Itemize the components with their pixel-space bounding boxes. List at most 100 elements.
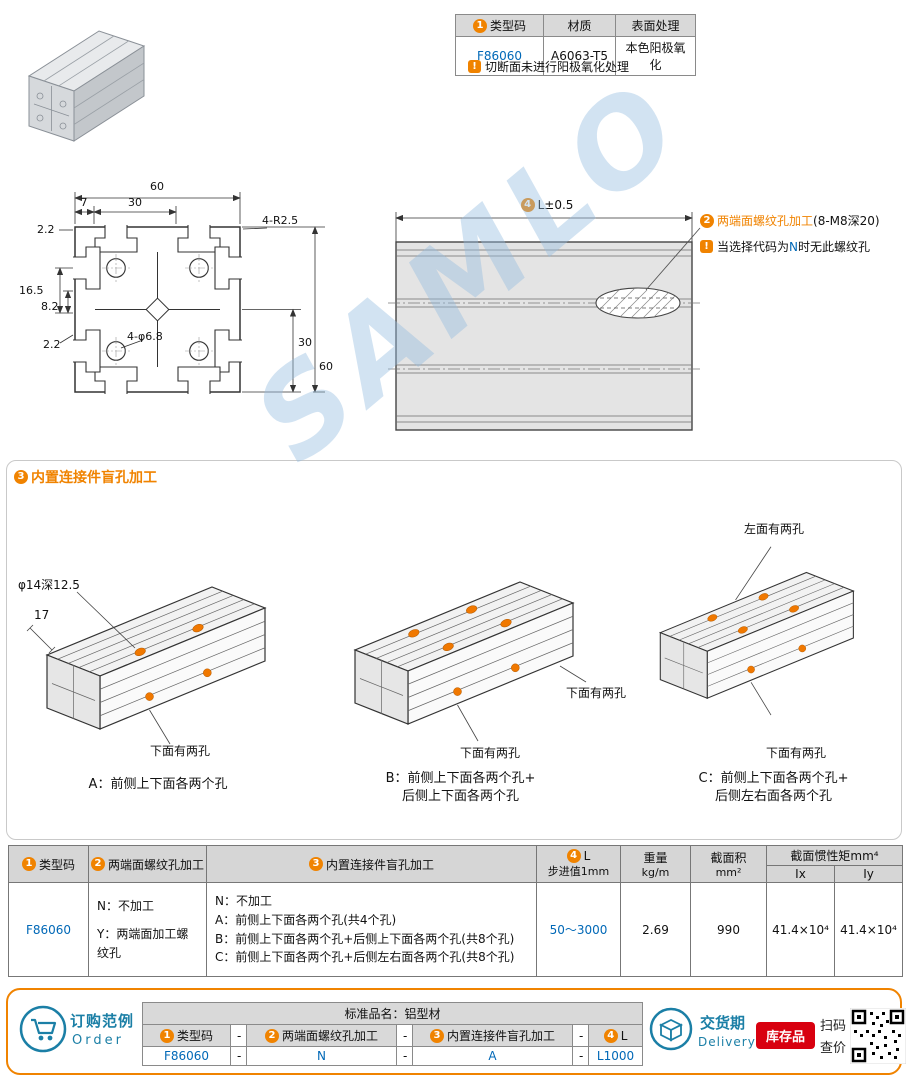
badge-1-icon: 1	[21, 857, 36, 871]
spec-header-thread: 2 两端面螺纹孔加工	[88, 845, 207, 883]
bottom-holes-label-a: 下面有两孔	[150, 744, 211, 758]
caption-option-c: C：前侧上下面各两个孔+ 后侧左右面各两个孔	[698, 771, 849, 805]
option-a-svg	[26, 586, 267, 745]
order-value-l: L1000	[587, 1046, 644, 1066]
dim-8-2: 8.2	[41, 300, 59, 313]
spec-blind-options: N：不加工 A：前侧上下面各两个孔(共4个孔) B：前侧上下面各两个孔+后侧上下…	[206, 882, 537, 977]
blind-hole-dots	[134, 624, 212, 701]
cross-section-drawing: 60 7 30 2.2 4-R2.5 16.5 8.2 2.2 4-φ6.8 3…	[15, 172, 355, 464]
order-dash: -	[396, 1024, 413, 1047]
surface-note: ! 切断面未进行阳极氧化处理	[468, 58, 629, 75]
thread-detail-ellipse	[595, 287, 681, 319]
badge-4-icon: 4	[520, 198, 535, 212]
badge-3-icon: 3	[308, 857, 323, 871]
order-value-code[interactable]: F86060	[142, 1046, 231, 1066]
spec-weight: 2.69	[620, 882, 691, 977]
bottom-holes-label-b1: 下面有两孔	[566, 686, 627, 700]
order-header-l: 4 L	[587, 1024, 644, 1047]
delivery-title-en: Delivery	[698, 1035, 756, 1049]
option-b-svg	[353, 581, 587, 742]
material-info-table: 1 类型码 材质 表面处理 F86060 A6063-T5 本色阳极氧化	[455, 14, 696, 76]
dim-phi14-label: φ14深12.5	[18, 578, 80, 592]
side-view-svg	[388, 212, 701, 431]
bottom-holes-label-b2: 下面有两孔	[460, 746, 521, 760]
thread-note-callout: ! 当选择代码为 N 时无此螺纹孔	[700, 238, 870, 255]
order-header-blind: 3 内置连接件盲孔加工	[412, 1024, 573, 1047]
spec-thread-options: N：不加工 Y：两端面加工螺纹孔	[88, 882, 207, 977]
product-photo-drawing	[27, 30, 146, 142]
qr-caption: 扫码 查价	[820, 1019, 847, 1057]
header-type-code: 1 类型码	[455, 14, 544, 37]
blind-hole-section-title: 3 内置连接件盲孔加工	[14, 467, 157, 487]
badge-4-icon: 4	[603, 1028, 618, 1043]
option-c-svg	[658, 546, 855, 716]
order-table-title: 标准品名：铝型材	[141, 1002, 644, 1025]
cross-section-svg	[55, 192, 325, 394]
spec-code[interactable]: F86060	[8, 882, 89, 977]
warning-icon: !	[700, 240, 713, 253]
value-material: A6063-T5	[543, 36, 616, 76]
spec-ix: 41.4×10⁴	[766, 882, 835, 977]
dim-30-top: 30	[128, 196, 142, 209]
dim-corner-radius: 4-R2.5	[262, 214, 299, 227]
caption-option-b: B：前侧上下面各两个孔+ 后侧上下面各两个孔	[385, 771, 536, 805]
badge-3-icon: 3	[14, 470, 28, 484]
t-slots	[73, 225, 242, 394]
order-dash: -	[572, 1024, 589, 1047]
caption-option-a: A：前侧上下面各两个孔	[88, 777, 228, 792]
dimension-lines	[55, 192, 325, 393]
badge-2-icon: 2	[700, 213, 714, 228]
dim-7: 7	[80, 196, 88, 209]
dim-2-2-top: 2.2	[37, 223, 55, 236]
left-holes-label-c: 左面有两孔	[744, 522, 805, 536]
spec-area: 990	[690, 882, 767, 977]
order-dash: -	[396, 1046, 413, 1066]
side-view-drawing: 4 L±0.5	[388, 196, 706, 444]
blind-hole-dots	[707, 593, 807, 674]
order-dash: -	[230, 1046, 247, 1066]
dim-30-right: 30	[298, 336, 312, 349]
order-header-code: 1 类型码	[142, 1024, 231, 1047]
spec-header-weight: 重量 kg/m	[620, 845, 691, 883]
badge-3-icon: 3	[429, 1028, 444, 1043]
order-dash: -	[230, 1024, 247, 1047]
delivery-icon	[648, 1006, 694, 1056]
spec-header-iy: Iy	[833, 865, 904, 883]
badge-2-icon: 2	[91, 857, 105, 871]
spec-header-length: 4 L 步进值1mm	[536, 845, 621, 883]
order-table: 标准品名：铝型材 1 类型码 - 2 两端面螺纹孔加工 - 3 内置连接件盲	[141, 1002, 644, 1066]
header-material: 材质	[543, 14, 616, 37]
length-dim-label: 4 L±0.5	[388, 198, 706, 212]
stock-badge: 库存品	[756, 1022, 816, 1049]
dim-16-5: 16.5	[19, 284, 44, 297]
order-dash: -	[572, 1046, 589, 1066]
spec-header-ix: Ix	[766, 865, 835, 883]
value-surface: 本色阳极氧化	[615, 36, 696, 76]
order-title-cn: 订购范例	[70, 1012, 135, 1030]
spec-header-area: 截面积 mm²	[690, 845, 767, 883]
order-value-thread: N	[246, 1046, 397, 1066]
order-header-thread: 2 两端面螺纹孔加工	[246, 1024, 397, 1047]
order-title-en: Order	[72, 1033, 124, 1048]
delivery-title-cn: 交货期	[700, 1014, 746, 1032]
badge-1-icon: 1	[159, 1028, 174, 1043]
blind-hole-section-frame	[6, 460, 902, 840]
cart-icon	[18, 1004, 68, 1058]
order-value-blind: A	[412, 1046, 573, 1066]
value-type-code[interactable]: F86060	[455, 36, 544, 76]
spec-iy: 41.4×10⁴	[833, 882, 904, 977]
qr-code	[849, 1007, 907, 1068]
dim-60-top: 60	[150, 180, 164, 193]
dim-holes: 4-φ6.8	[127, 330, 163, 343]
blind-hole-option-c-drawing	[638, 545, 904, 731]
header-surface: 表面处理	[615, 14, 696, 37]
product-photo	[14, 16, 164, 151]
dim-17-label: 17	[34, 608, 50, 622]
thread-machining-callout: 2 两端面螺纹孔加工 (8-M8深20)	[700, 212, 880, 229]
spec-length-range: 50～3000	[536, 882, 621, 977]
spec-header-blind: 3 内置连接件盲孔加工	[206, 845, 537, 883]
bottom-holes-label-c: 下面有两孔	[766, 746, 827, 760]
spec-header-inertia: 截面惯性矩mm⁴	[765, 845, 904, 866]
spec-row: F86060 N：不加工 Y：两端面加工螺纹孔 N：不加工 A：前侧上下面各两个…	[8, 882, 904, 977]
